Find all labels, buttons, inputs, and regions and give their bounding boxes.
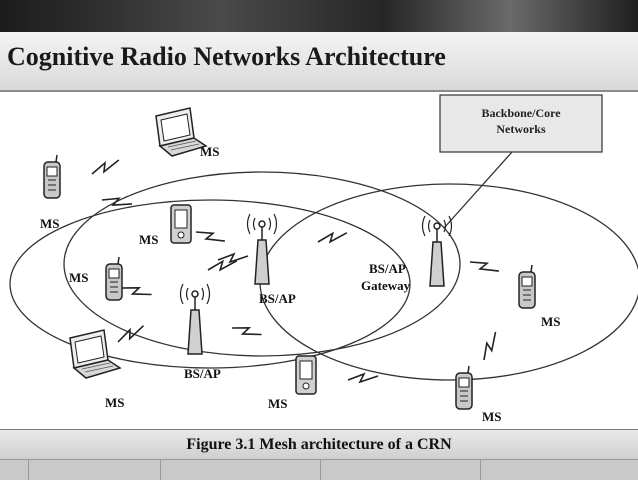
wireless-link-icon — [347, 373, 379, 383]
laptop-icon — [155, 107, 207, 157]
wireless-link-icon — [230, 321, 264, 341]
backbone-box — [439, 94, 603, 153]
mobile-phone-icon — [43, 154, 61, 199]
ms-label: MS — [69, 270, 89, 285]
footer-divider — [480, 460, 481, 480]
ms-label: MS — [541, 314, 561, 329]
coverage-ellipse-center — [63, 171, 461, 357]
footer-divider — [28, 460, 29, 480]
wireless-link-icon — [114, 323, 147, 345]
laptop-icon — [69, 329, 121, 379]
pda-icon — [170, 204, 192, 244]
antenna-tower-icon — [421, 215, 453, 287]
backbone-label-line2: Networks — [496, 122, 546, 136]
wireless-link-icon — [468, 255, 501, 278]
wireless-link-icon — [194, 225, 227, 248]
top-banner — [0, 0, 638, 32]
gateway-label-line1: BS/AP — [369, 261, 406, 276]
ms-label: MS — [40, 216, 60, 231]
wireless-link-icon — [478, 330, 502, 362]
ms-label: MS — [482, 409, 502, 424]
pda-icon — [295, 355, 317, 395]
antenna-tower-icon — [179, 283, 211, 355]
caption-bar: Figure 3.1 Mesh architecture of a CRN — [0, 429, 638, 460]
slide-title: Cognitive Radio Networks Architecture — [7, 42, 446, 71]
footer-divider — [320, 460, 321, 480]
ms-label: MS — [139, 232, 159, 247]
ms-label: MS — [268, 396, 288, 411]
wireless-link-icon — [89, 157, 122, 177]
wireless-link-icon — [120, 281, 154, 301]
mobile-phone-icon — [105, 256, 123, 301]
mesh-diagram: Backbone/Core Networks MS MS MS MS — [9, 94, 638, 424]
bs-ap-label: BS/AP — [259, 291, 296, 306]
backbone-link — [443, 151, 513, 229]
ms-label: MS — [200, 144, 220, 159]
footer-divider — [160, 460, 161, 480]
coverage-ellipse-left — [9, 199, 411, 369]
gateway-label-line2: Gateway — [361, 278, 411, 293]
title-bar: Cognitive Radio Networks Architecture — [0, 32, 638, 92]
mobile-phone-icon — [455, 365, 473, 410]
mobile-phone-icon — [518, 264, 536, 309]
bs-ap-label: BS/AP — [184, 366, 221, 381]
diagram-area: Backbone/Core Networks MS MS MS MS — [0, 92, 638, 429]
footer-strip — [0, 459, 638, 480]
wireless-link-icon — [316, 230, 349, 245]
backbone-label-line1: Backbone/Core — [481, 106, 561, 120]
ms-label: MS — [105, 395, 125, 410]
figure-caption: Figure 3.1 Mesh architecture of a CRN — [186, 436, 452, 453]
antenna-tower-icon — [246, 213, 278, 285]
